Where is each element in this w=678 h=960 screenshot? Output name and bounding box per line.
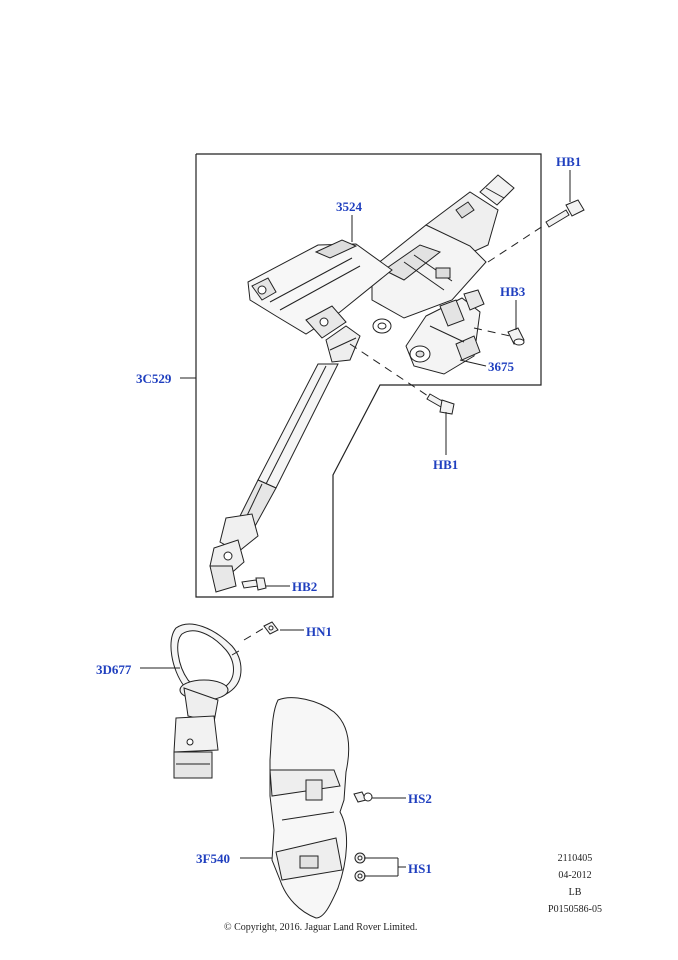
callout-hb1-mid: HB1	[433, 457, 459, 472]
nut-hn1	[263, 621, 279, 635]
assembly-frame	[195, 153, 542, 598]
callout-3d677: 3D677	[96, 662, 132, 677]
bolt-hb2	[241, 577, 267, 591]
bolt-hb1-top	[545, 199, 585, 228]
meta-code: 2110405	[557, 853, 593, 864]
bolt-hb3	[507, 327, 525, 346]
meta-date: 04-2012	[558, 870, 592, 881]
copyright-notice: © Copyright, 2016. Jaguar Land Rover Lim…	[224, 922, 418, 933]
bolt-hb1-mid	[426, 393, 455, 415]
steering-lock-part	[405, 289, 485, 375]
fastener-hs2	[353, 791, 373, 803]
boot-part	[170, 623, 242, 779]
callout-hs1: HS1	[408, 861, 432, 876]
callout-3524: 3524	[336, 199, 362, 214]
meta-ref: P0150586-05	[548, 904, 602, 915]
fastener-hs1	[354, 852, 366, 882]
callout-hb2: HB2	[292, 579, 318, 594]
callout-hb3: HB3	[500, 284, 526, 299]
steering-column-part	[209, 174, 515, 593]
leader-lines	[140, 170, 571, 877]
alignment-lines	[231, 223, 547, 656]
callout-hb1-top: HB1	[556, 154, 582, 169]
callout-hs2: HS2	[408, 791, 432, 806]
callout-3675: 3675	[488, 359, 514, 374]
cover-part	[269, 697, 350, 919]
meta-region: LB	[568, 887, 582, 898]
callout-3c529: 3C529	[136, 371, 172, 386]
callout-hn1: HN1	[306, 624, 332, 639]
callout-3f540: 3F540	[196, 851, 230, 866]
